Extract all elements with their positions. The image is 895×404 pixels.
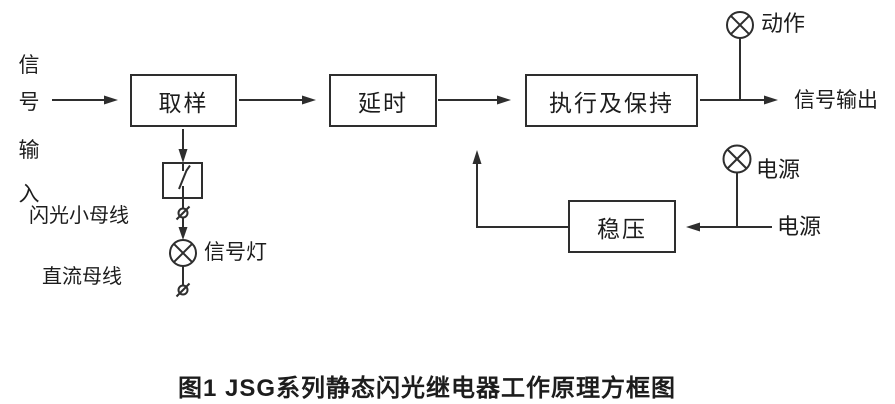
arrow-sampling-to-delay — [239, 95, 316, 105]
dc-bus-label: 直流母线 — [42, 266, 122, 288]
block-sampling: 取样 — [130, 74, 237, 127]
arrow-power-to-regulator — [686, 222, 772, 232]
power-lamp-icon — [722, 144, 752, 227]
arrow-sampling-to-contact — [178, 129, 188, 163]
action-lamp-icon — [726, 11, 754, 100]
signal-input-char-3: 输 — [18, 139, 40, 162]
signal-output-label: 信号输出 — [794, 89, 878, 112]
block-delay: 延时 — [329, 74, 437, 127]
signal-input-char-2: 号 — [18, 91, 40, 114]
action-lamp-label: 动作 — [761, 11, 806, 36]
arrow-regulator-feedback — [472, 150, 568, 228]
arrow-execute-to-output — [700, 95, 778, 105]
signal-input-char-4: 入 — [18, 183, 40, 206]
arrow-delay-to-execute — [438, 95, 511, 105]
relay-contact-switch-icon — [162, 162, 203, 209]
signal-lamp-label: 信号灯 — [204, 241, 267, 264]
signal-lamp-icon — [169, 239, 197, 286]
arrow-signal-to-sampling — [52, 95, 118, 105]
power-input-label: 电源 — [777, 214, 822, 239]
flash-bus-label: 闪光小母线 — [29, 205, 129, 227]
power-lamp-label: 电源 — [756, 157, 801, 182]
signal-input-char-1: 信 — [18, 54, 40, 77]
block-regulator: 稳压 — [568, 200, 676, 253]
flash-bus-terminal-icon — [175, 205, 191, 221]
block-execute-hold: 执行及保持 — [525, 74, 698, 127]
dc-bus-terminal-icon — [175, 282, 191, 298]
figure-caption: 图1 JSG系列静态闪光继电器工作原理方框图 — [178, 375, 677, 402]
arrow-to-signal-lamp — [178, 218, 188, 240]
